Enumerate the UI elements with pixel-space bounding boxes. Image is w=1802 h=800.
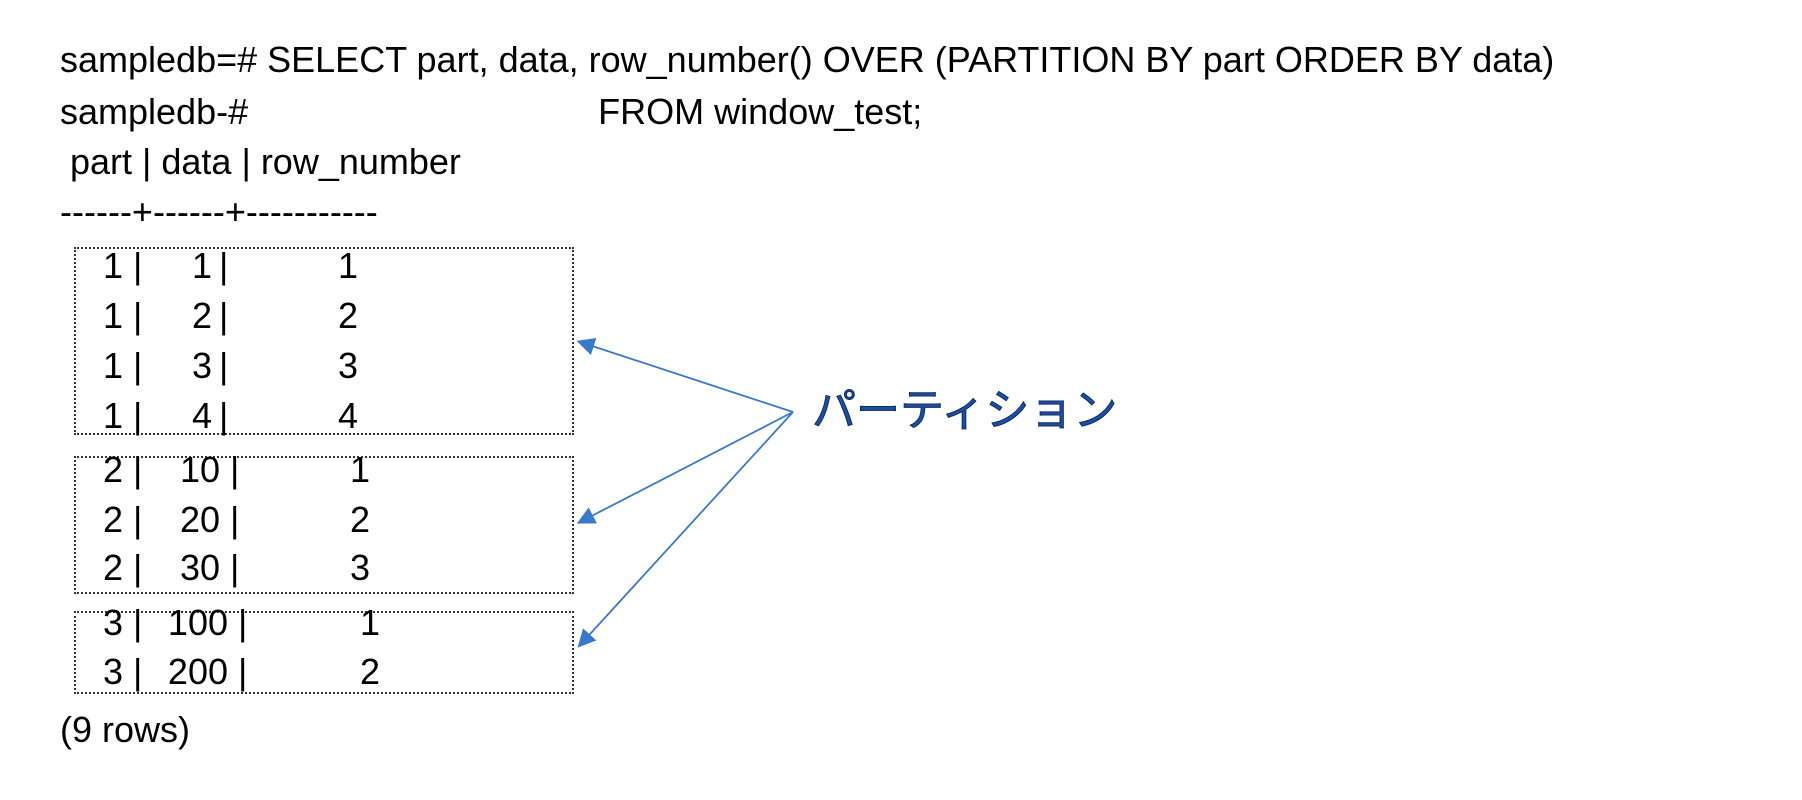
result-header: part | data | row_number [60,141,461,182]
row-4-separator-2: | [219,395,229,436]
row-4-separator-1: | [133,395,143,436]
row-2-row-number: 2 [337,295,358,336]
result-separator: ------+------+----------- [60,191,378,232]
query-line-2: sampledb-# FROM window_test; [60,91,923,132]
row-7-row-number: 3 [349,547,370,588]
row-6-separator-2: | [230,499,240,540]
row-1-data: 1 [191,245,212,286]
partition-box-1 [74,247,574,435]
row-7-data: 30 [179,547,220,588]
arrow-to-partition-2 [576,411,794,524]
row-1-part: 1 [103,245,124,286]
row-1-row-number: 1 [337,245,358,286]
partition-box-3 [74,611,574,694]
partition-box-2 [74,456,574,594]
row-6-separator-1: | [133,499,143,540]
row-2-separator-2: | [219,295,229,336]
row-3-separator-2: | [219,345,229,386]
row-2-part: 1 [103,295,124,336]
row-4-part: 1 [103,395,124,436]
row-6-row-number: 2 [349,499,370,540]
row-1-separator-2: | [219,245,229,286]
row-4-data: 4 [191,395,212,436]
row-9-row-number: 2 [359,651,380,692]
row-2-data: 2 [191,295,212,336]
row-3-row-number: 3 [337,345,358,386]
row-5-separator-1: | [133,449,143,490]
row-3-part: 1 [103,345,124,386]
row-4-row-number: 4 [337,395,358,436]
row-8-separator-2: | [238,602,248,643]
row-3-separator-1: | [133,345,143,386]
row-8-row-number: 1 [359,602,380,643]
row-8-part: 3 [103,602,124,643]
arrow-to-partition-1 [576,337,794,413]
query-line-2-prompt: sampledb-# FROM window_test; [60,92,922,132]
row-9-separator-1: | [133,651,143,692]
row-8-separator-1: | [133,602,143,643]
row-7-separator-1: | [133,547,143,588]
row-9-separator-2: | [238,651,248,692]
arrow-to-partition-3 [577,411,794,648]
query-line-1: sampledb=# SELECT part, data, row_number… [60,39,1555,80]
row-9-part: 3 [103,651,124,692]
row-6-part: 2 [103,499,124,540]
partition-label: パーティション [811,385,1118,436]
row-6-data: 20 [179,499,220,540]
row-7-part: 2 [103,547,124,588]
row-5-row-number: 1 [349,449,370,490]
row-3-data: 3 [191,345,212,386]
row-7-separator-2: | [230,547,240,588]
row-5-separator-2: | [230,449,240,490]
row-2-separator-1: | [133,295,143,336]
row-count-footer: (9 rows) [60,709,191,750]
row-5-part: 2 [103,449,124,490]
row-8-data: 100 [167,602,228,643]
row-5-data: 10 [179,449,220,490]
row-9-data: 200 [167,651,228,692]
row-1-separator-1: | [133,245,143,286]
